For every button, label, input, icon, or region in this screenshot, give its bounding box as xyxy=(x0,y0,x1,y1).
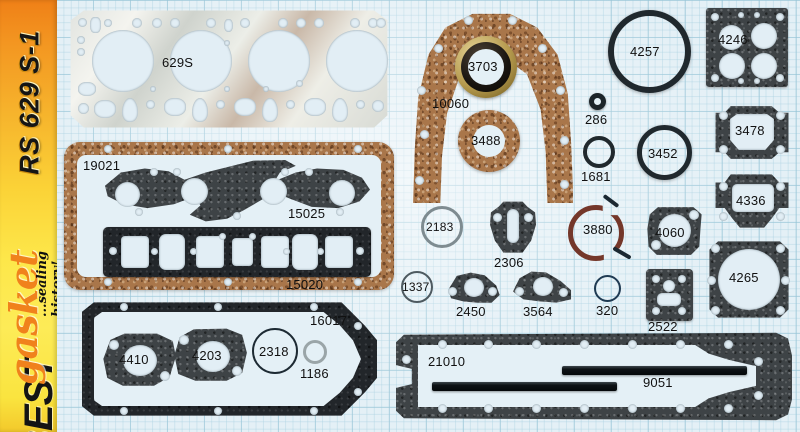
part-4246-four-barrel-carb-gasket: 4246 xyxy=(706,8,788,87)
part-3703-front-crankshaft-seal: 3703 xyxy=(455,36,517,98)
part-label-4336: 4336 xyxy=(736,193,766,208)
best-gasket-logo: BEST gasket ...sealing history! xyxy=(0,205,57,432)
part-3478-carburetor-gasket: 3478 xyxy=(714,105,790,160)
part-label-2522: 2522 xyxy=(648,319,678,334)
part-2318-o-ring: 2318 xyxy=(252,328,298,374)
part-label-10060: 10060 xyxy=(432,96,470,111)
part-label-2450: 2450 xyxy=(456,304,486,319)
brand-rail: RS 629 S-1 BEST gasket ...sealing histor… xyxy=(0,0,57,432)
part-label-2183: 2183 xyxy=(426,220,454,234)
part-label-286: 286 xyxy=(585,112,608,127)
part-3880-split-rubber-ring: 3880 xyxy=(566,193,632,267)
part-3488-cork-washer: 3488 xyxy=(458,110,520,172)
part-21010-oil-pan-gasket: 21010 xyxy=(396,329,792,424)
part-label-3880: 3880 xyxy=(583,222,613,237)
part-1681-small-rubber-ring: 1681 xyxy=(581,136,615,184)
part-label-1186: 1186 xyxy=(300,366,329,381)
part-label-3564: 3564 xyxy=(523,304,553,319)
part-label-4410: 4410 xyxy=(119,352,149,367)
part-4265-bell-housing-gasket: 4265 xyxy=(706,238,792,321)
part-label-4246: 4246 xyxy=(718,32,748,47)
part-4257-large-rubber-ring: 4257 xyxy=(608,10,691,93)
part-label-4265: 4265 xyxy=(729,270,759,285)
part-15020-intake-manifold-gasket: 15020 xyxy=(103,227,371,292)
part-15025-exhaust-manifold-gasket: 15025 xyxy=(105,158,370,224)
part-label-629S: 629S xyxy=(162,55,194,70)
part-320-thin-o-ring: 320 xyxy=(594,275,621,318)
part-2522-plate-gasket: 2522 xyxy=(646,269,693,334)
part-9051-oil-pan-side-seal-lower xyxy=(432,382,617,391)
part-3564-oil-pump-gasket: 3564 xyxy=(509,271,575,319)
part-2183-round-gasket: 2183 xyxy=(421,206,463,248)
kit-code-area: RS 629 S-1 xyxy=(0,2,57,212)
part-1186-small-washer: 1186 xyxy=(300,340,329,381)
part-1337-small-ring-gasket: 1337 xyxy=(401,271,433,303)
part-label-21010: 21010 xyxy=(428,354,466,369)
part-3452-medium-rubber-ring: 3452 xyxy=(637,125,692,180)
part-label-16017: 16017 xyxy=(310,313,348,328)
part-4336-carburetor-throttle-gasket: 4336 xyxy=(714,172,790,230)
part-label-19021: 19021 xyxy=(83,158,121,173)
part-label-4203: 4203 xyxy=(192,348,222,363)
part-2450-triangular-flange-gasket: 2450 xyxy=(444,272,502,319)
part-label-2318: 2318 xyxy=(259,344,289,359)
logo-tagline-text: ...sealing history! xyxy=(35,250,57,317)
kit-code-text: RS 629 S-1 xyxy=(14,30,45,175)
part-286-plug-seal: 286 xyxy=(585,93,607,127)
part-label-3488: 3488 xyxy=(471,133,501,148)
part-label-3478: 3478 xyxy=(735,123,765,138)
part-label-9051: 9051 xyxy=(643,375,673,390)
part-9051-oil-pan-side-seal-upper xyxy=(562,366,747,375)
part-629S-head-gasket: 629S xyxy=(64,8,394,130)
part-4203-water-pump-gasket: 4203 xyxy=(172,327,250,383)
part-label-3703: 3703 xyxy=(468,59,498,74)
part-label-4060: 4060 xyxy=(655,225,685,240)
part-label-2306: 2306 xyxy=(494,255,524,270)
part-label-1681: 1681 xyxy=(581,169,611,184)
part-2306-fuel-pump-gasket: 2306 xyxy=(489,200,537,270)
part-label-3452: 3452 xyxy=(648,146,678,161)
part-label-15020: 15020 xyxy=(286,277,324,292)
part-4060-thermostat-housing-gasket: 4060 xyxy=(645,205,704,257)
part-label-15025: 15025 xyxy=(288,206,326,221)
part-label-320: 320 xyxy=(596,303,619,318)
part-4410-water-outlet-gasket: 4410 xyxy=(101,332,179,388)
part-label-1337: 1337 xyxy=(402,280,430,294)
part-label-4257: 4257 xyxy=(630,44,660,59)
